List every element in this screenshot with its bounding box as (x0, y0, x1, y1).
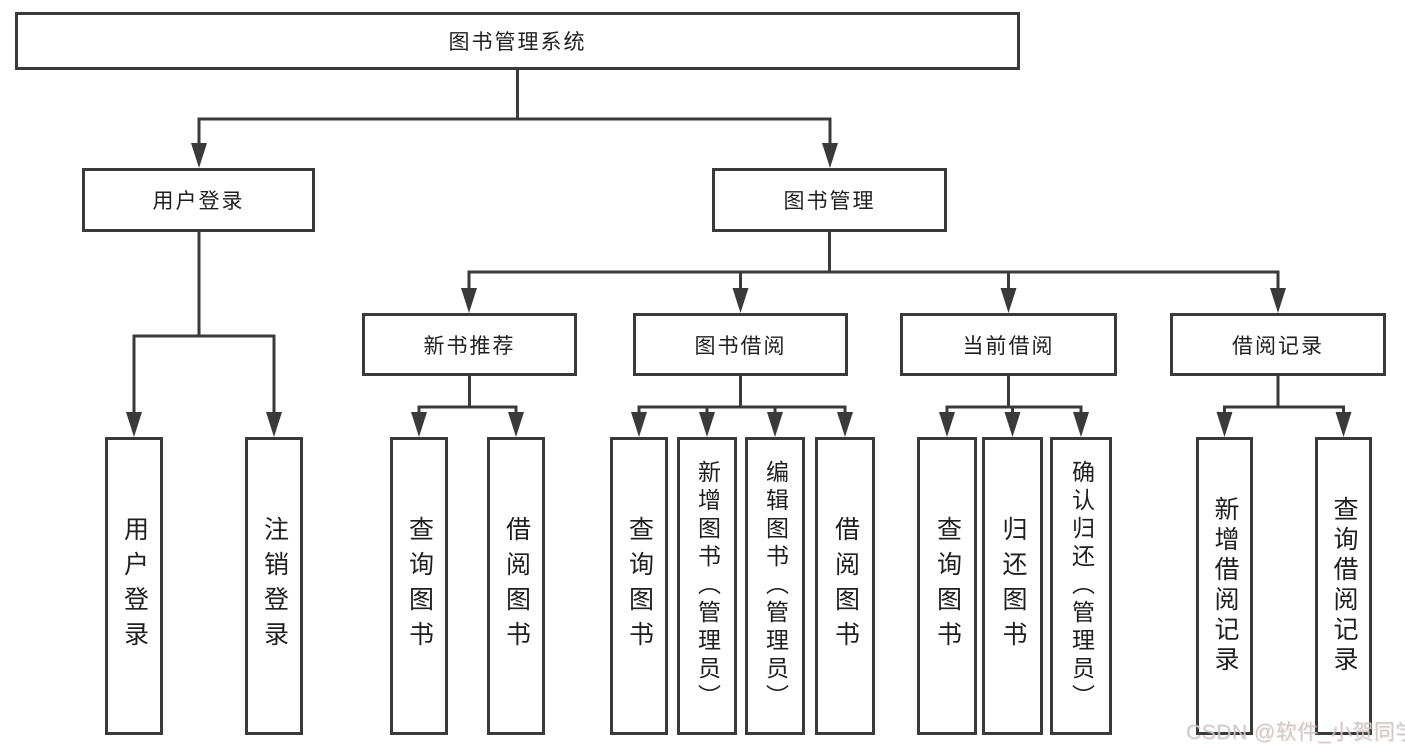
node-label: 当前借阅 (962, 334, 1055, 358)
node-borrowing-records: 借阅记录 (1170, 313, 1386, 376)
node-library-management-system: 图书管理系统 (15, 12, 1020, 70)
leaf-search-books-borrow: 查询图书 (610, 437, 668, 735)
node-label: 新增借阅记录 (1211, 496, 1239, 676)
node-label: 图书管理 (783, 190, 876, 213)
leaf-logout: 注销登录 (245, 437, 303, 735)
leaf-borrow-books: 借阅图书 (815, 437, 875, 735)
node-label: 图书管理系统 (448, 31, 587, 54)
leaf-add-book-admin: 新增图书（管理员） (677, 437, 737, 735)
leaf-return-books: 归还图书 (982, 437, 1043, 735)
leaf-edit-book-admin: 编辑图书（管理员） (745, 437, 805, 735)
node-label: 借阅图书 (502, 516, 531, 656)
node-label: 借阅图书 (831, 516, 860, 656)
node-label: 用户登录 (152, 190, 245, 213)
leaf-confirm-return-admin: 确认归还（管理员） (1050, 437, 1112, 735)
node-label: 查询图书 (933, 516, 962, 656)
leaf-search-borrow-record: 查询借阅记录 (1315, 437, 1372, 735)
node-user-login: 用户登录 (82, 168, 315, 232)
watermark: CSDN @软件_小贺同学 (1186, 721, 1405, 744)
node-current-borrowing: 当前借阅 (900, 313, 1117, 376)
node-book-borrowing: 图书借阅 (633, 313, 848, 376)
node-book-management: 图书管理 (712, 168, 947, 232)
leaf-search-books-current: 查询图书 (917, 437, 977, 735)
node-label: 借阅记录 (1232, 334, 1324, 358)
node-label: 图书借阅 (694, 334, 787, 358)
node-label: 新增图书（管理员） (694, 460, 721, 712)
leaf-search-books-recommend: 查询图书 (390, 437, 448, 735)
node-new-book-recommendation: 新书推荐 (362, 313, 577, 376)
node-label: 确认归还（管理员） (1068, 460, 1095, 712)
leaf-borrow-books-recommend: 借阅图书 (487, 437, 545, 735)
node-label: 新书推荐 (423, 334, 516, 358)
node-label: 注销登录 (260, 516, 289, 656)
node-label: 编辑图书（管理员） (762, 460, 789, 712)
node-label: 查询图书 (405, 516, 434, 656)
leaf-user-login: 用户登录 (105, 437, 163, 735)
leaf-add-borrow-record: 新增借阅记录 (1196, 437, 1253, 735)
node-label: 用户登录 (120, 516, 149, 656)
node-label: 查询图书 (625, 516, 654, 656)
node-label: 归还图书 (999, 516, 1027, 656)
node-label: 查询借阅记录 (1330, 496, 1358, 676)
